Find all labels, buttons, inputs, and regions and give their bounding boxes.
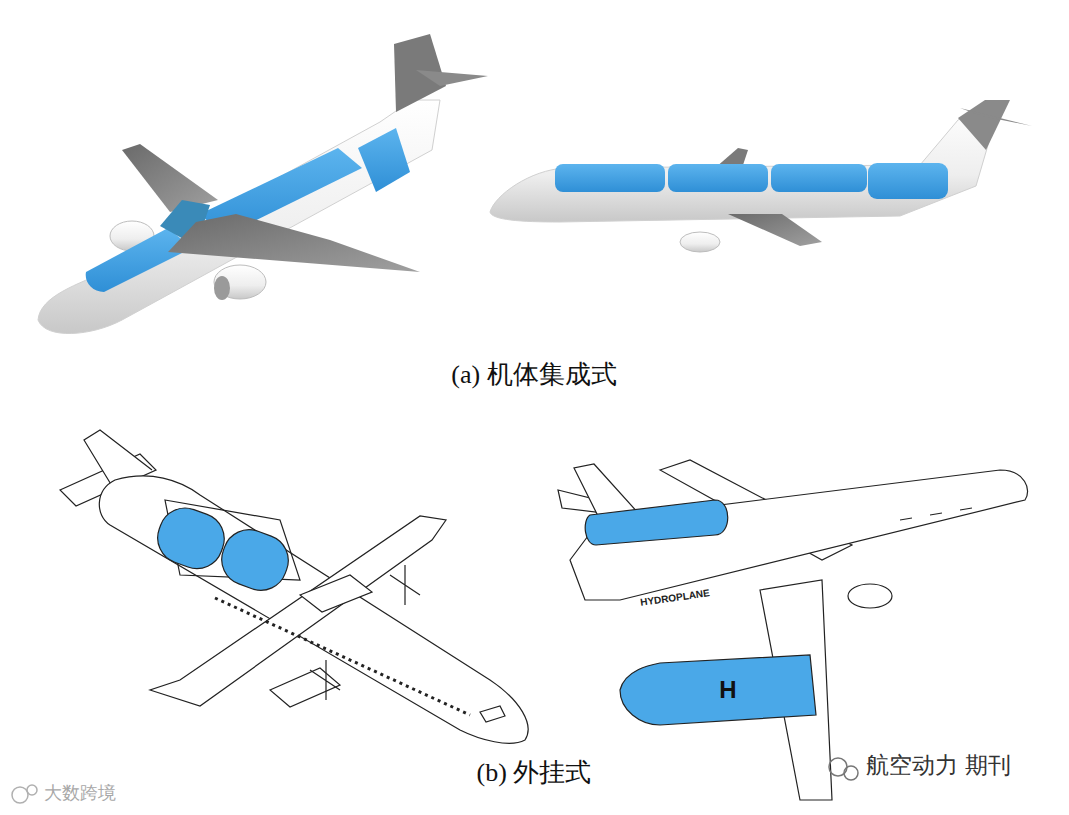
subfigure-caption: (a) 机体集成式	[451, 360, 616, 390]
watermark-icon	[12, 758, 858, 803]
external-tank-jet	[558, 460, 1028, 800]
integrated-aircraft-side	[490, 100, 1032, 252]
integrated-aircraft-3d	[38, 34, 488, 334]
external-tank-turboprop	[60, 430, 528, 743]
tank-logo: H	[719, 676, 736, 704]
watermark: 航空动力 期刊	[866, 752, 1011, 778]
subfigure-caption: (b) 外挂式	[477, 758, 592, 788]
watermark: 大数跨境	[44, 783, 116, 804]
